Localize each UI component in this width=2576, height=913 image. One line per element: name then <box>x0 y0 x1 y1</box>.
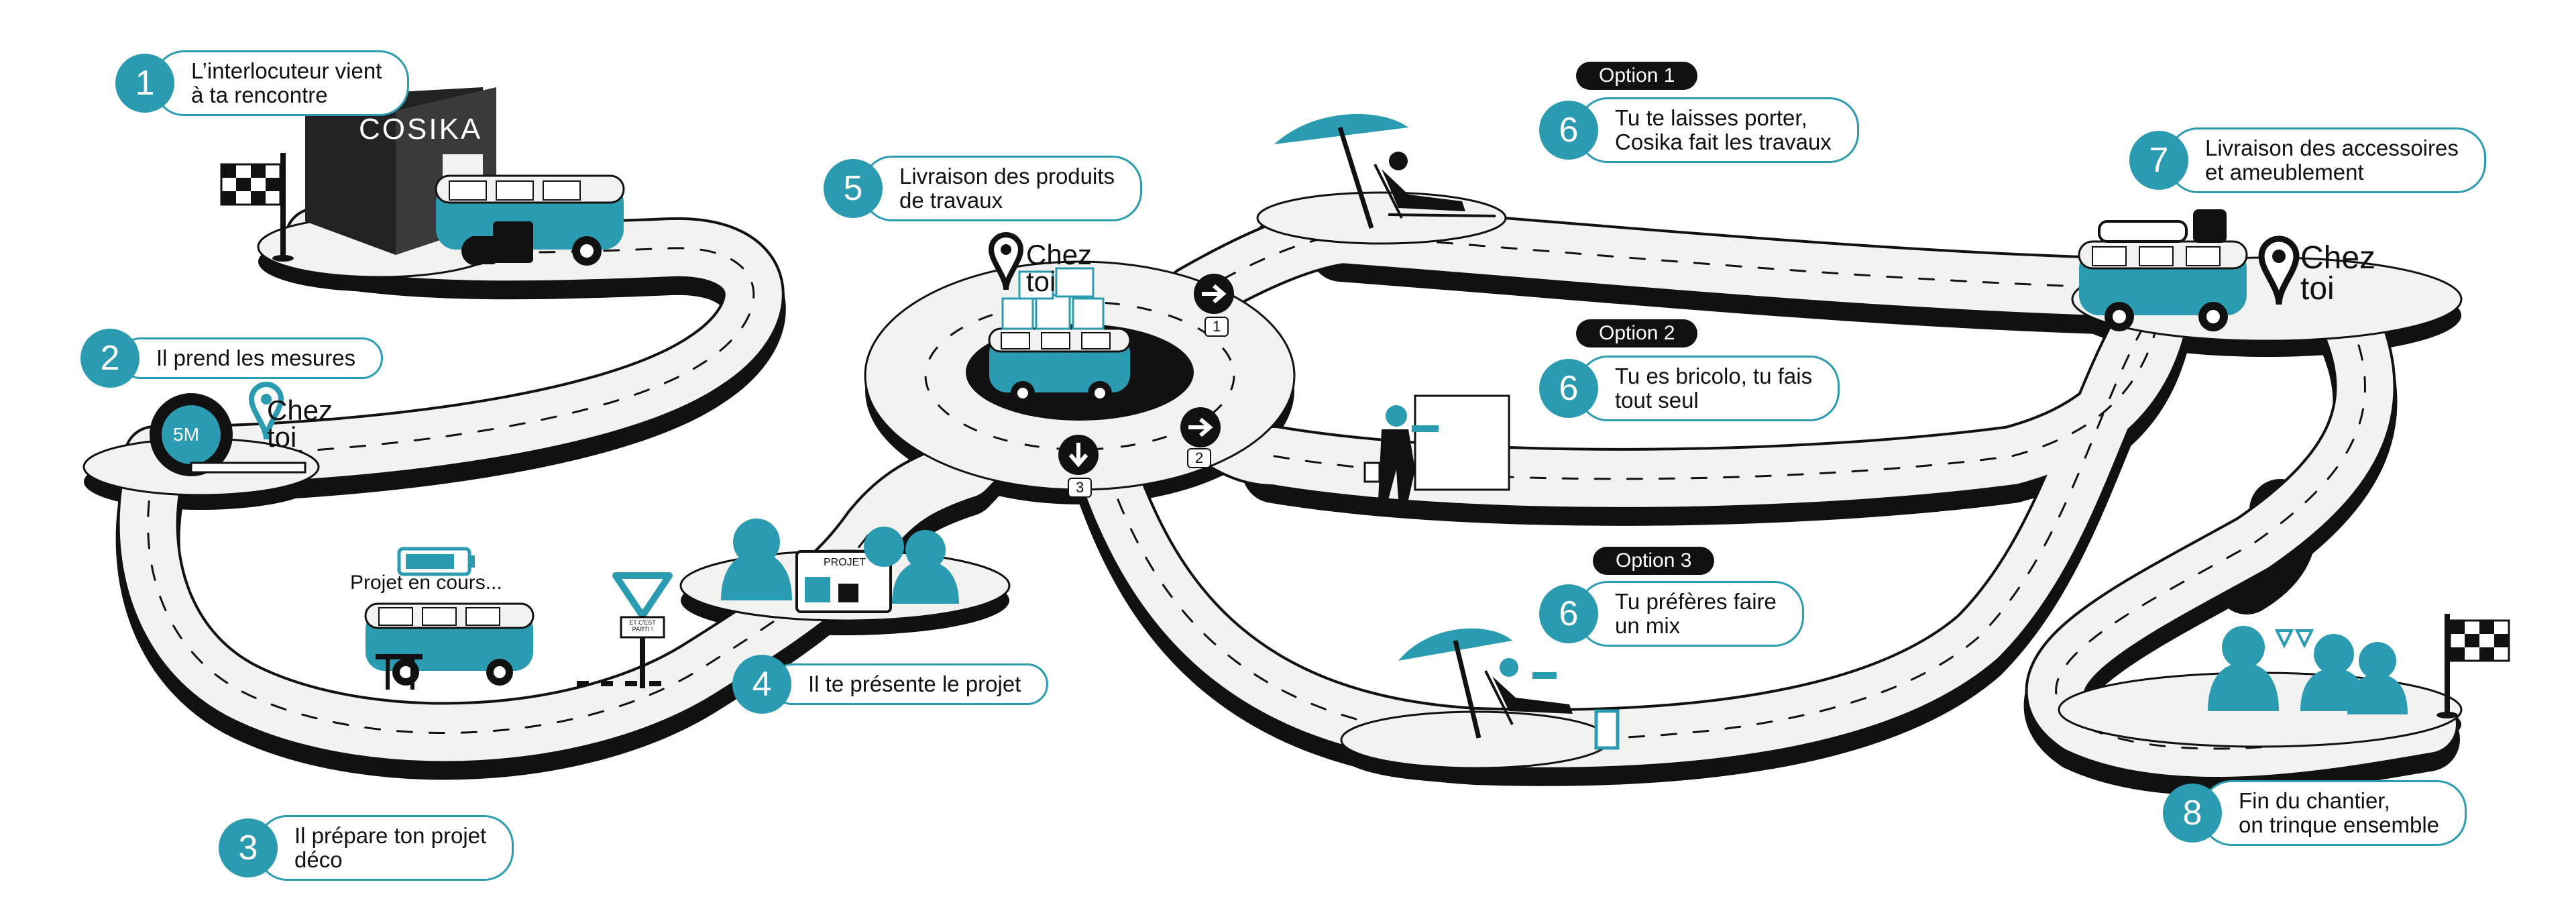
location-pin-icon <box>248 382 284 440</box>
step-number: 7 <box>2129 131 2188 190</box>
location-pin-icon <box>2258 235 2300 305</box>
step-number: 4 <box>732 655 791 714</box>
step-text: Tu préfères faire un mix <box>1578 581 1804 647</box>
option-3-label: Option 3 <box>1593 547 1715 575</box>
project-status-text: Projet en cours... <box>350 572 502 594</box>
step-number: 2 <box>80 329 139 388</box>
step-text: Tu es bricolo, tu fais tout seul <box>1578 356 1840 421</box>
arrow-right-icon <box>1194 274 1234 314</box>
step-number: 8 <box>2163 784 2222 843</box>
step-number: 3 <box>219 818 278 877</box>
option-1-label: Option 1 <box>1576 62 1698 90</box>
step-text: Il prépare ton projet déco <box>258 815 514 881</box>
van-icon <box>2078 240 2248 331</box>
beach-umbrella-icon <box>1274 113 1408 229</box>
step-text: Il prend les mesures <box>119 337 384 379</box>
arrow-down-icon <box>1058 435 1099 475</box>
step-text: Livraison des accessoires et ameublement <box>2168 127 2486 193</box>
step-text: Livraison des produits de travaux <box>862 156 1143 221</box>
home-label: Chez toi <box>1026 239 1093 297</box>
people-toasting-icon <box>2208 626 2408 714</box>
battery-progress-icon <box>397 547 475 576</box>
van-icon <box>364 602 535 686</box>
step-6-option-2: 6 Tu es bricolo, tu fais tout seul <box>1539 356 1840 421</box>
roof-furniture-icon <box>2098 209 2227 243</box>
step-text: Tu te laisses porter, Cosika fait les tr… <box>1578 97 1859 163</box>
step-6-option-1: 6 Tu te laisses porter, Cosika fait les … <box>1539 97 1859 163</box>
arrow-right-icon <box>1180 407 1221 447</box>
person-icon <box>721 519 792 600</box>
step-1: 1 L’interlocuteur vient à ta rencontre <box>115 50 410 116</box>
yield-sign-icon <box>612 572 673 688</box>
bistro-table-icon <box>376 654 423 690</box>
step-number: 6 <box>1539 101 1598 160</box>
route-number: 1 <box>1205 317 1229 337</box>
painter-icon <box>1363 394 1510 500</box>
brand-logo-text: COSIKA <box>359 113 483 146</box>
tape-measure-icon <box>150 393 306 476</box>
home-label: Chez toi <box>267 394 333 453</box>
step-4: 4 Il te présente le projet <box>732 655 1049 714</box>
luggage-icon <box>469 221 533 264</box>
step-5: 5 Livraison des produits de travaux <box>824 156 1143 221</box>
route-number: 2 <box>1187 448 1212 468</box>
step-number: 1 <box>115 54 174 113</box>
step-8: 8 Fin du chantier, on trinque ensemble <box>2163 780 2467 846</box>
step-number: 5 <box>824 159 883 218</box>
step-2: 2 Il prend les mesures <box>80 329 384 388</box>
sign-text: ET C'EST PARTI ! <box>629 619 656 633</box>
project-board-icon <box>795 550 892 613</box>
person-icon <box>864 527 959 604</box>
start-line-icon <box>577 681 661 686</box>
person-relaxing-icon <box>1374 152 1496 219</box>
person-relaxing-icon <box>1484 658 1620 750</box>
boxes-icon <box>1001 267 1105 330</box>
step-number: 6 <box>1539 359 1598 418</box>
step-text: Il te présente le projet <box>771 663 1049 705</box>
start-flag-icon <box>220 153 294 262</box>
board-label: PROJET <box>824 557 866 568</box>
step-text: Fin du chantier, on trinque ensemble <box>2202 780 2467 846</box>
finish-flag-icon <box>2437 614 2510 718</box>
location-pin-icon <box>988 232 1024 290</box>
step-number: 6 <box>1539 584 1598 643</box>
step-3: 3 Il prépare ton projet déco <box>219 815 514 881</box>
step-7: 7 Livraison des accessoires et ameubleme… <box>2129 127 2486 193</box>
step-6-option-3: 6 Tu préfères faire un mix <box>1539 581 1804 647</box>
beach-umbrella-icon <box>1398 628 1512 739</box>
step-text: L’interlocuteur vient à ta rencontre <box>154 50 410 116</box>
home-label: Chez toi <box>2300 240 2376 307</box>
van-icon <box>988 327 1131 405</box>
route-number: 3 <box>1068 478 1093 498</box>
tape-measure-label: 5M <box>173 424 199 445</box>
option-2-label: Option 2 <box>1576 319 1698 347</box>
